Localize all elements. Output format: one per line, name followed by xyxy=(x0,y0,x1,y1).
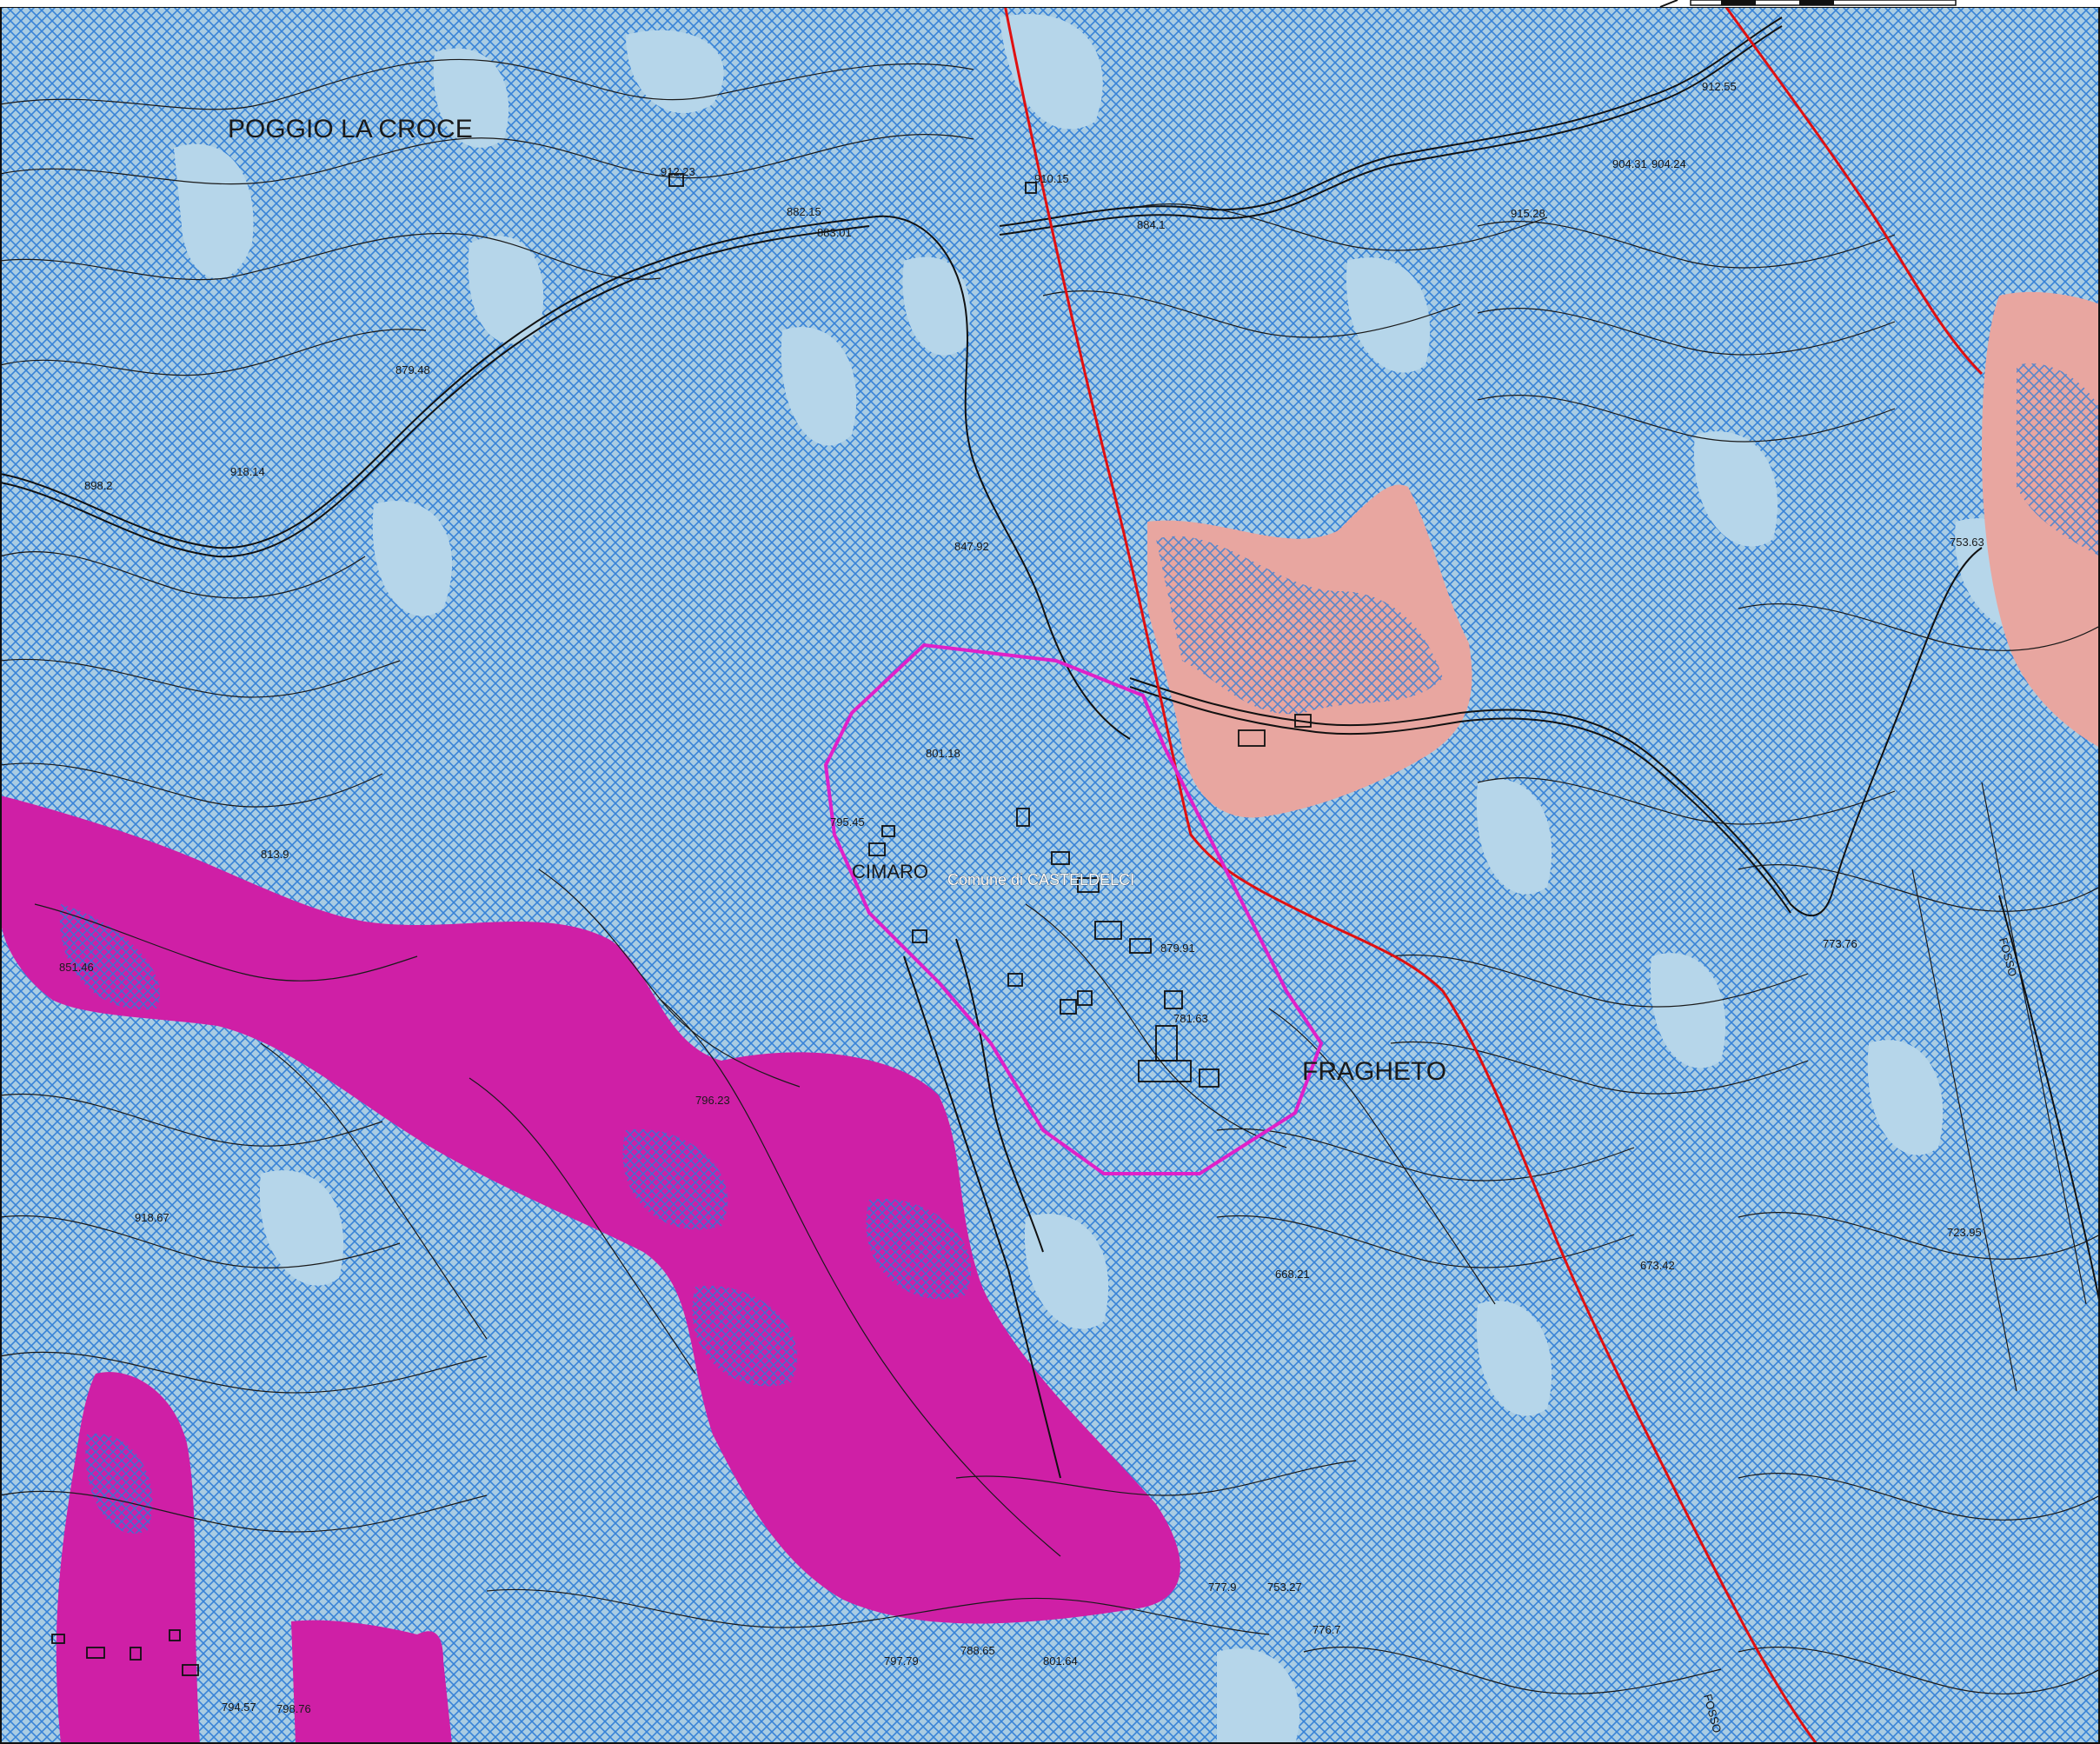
place-label-comune: Comune di CASTELDELCI xyxy=(947,871,1134,889)
elevation-label: 781.63 xyxy=(1173,1012,1208,1025)
elevation-label: 773.76 xyxy=(1823,937,1857,950)
fault-lines xyxy=(1002,0,1984,1744)
buildings xyxy=(51,173,1312,1676)
contour-lines xyxy=(0,58,2100,1694)
elevation-label: 795.45 xyxy=(830,815,865,829)
elevation-label: 794.57 xyxy=(222,1701,256,1714)
elevation-label: 776.7 xyxy=(1312,1623,1341,1636)
elevation-label: 882.15 xyxy=(787,205,821,218)
elevation-label: 753.63 xyxy=(1950,536,1984,549)
place-label-cimaro: CIMARO xyxy=(852,861,928,882)
north-arrow-fragment xyxy=(1659,0,1957,8)
elevation-label: 801.18 xyxy=(926,747,960,760)
salmon-zone xyxy=(1147,291,2100,818)
place-label-poggio: POGGIO LA CROCE xyxy=(228,115,473,143)
place-label-fragheto: FRAGHETO xyxy=(1302,1057,1446,1086)
elevation-label: 797.79 xyxy=(884,1654,919,1667)
elevation-label: 801.64 xyxy=(1043,1654,1078,1667)
elevation-label: 668.21 xyxy=(1275,1268,1310,1281)
magenta-zone xyxy=(0,795,1180,1744)
elevation-label: 847.92 xyxy=(954,540,989,553)
elevation-label: 723.95 xyxy=(1947,1226,1982,1239)
elevation-label: 798.76 xyxy=(276,1702,311,1715)
elevation-label: 813.9 xyxy=(261,848,289,861)
roads xyxy=(0,17,2100,1479)
elevation-label: 879.91 xyxy=(1160,942,1195,955)
elevation-label: 918.14 xyxy=(230,465,265,478)
elevation-label: 904.24 xyxy=(1651,157,1686,170)
elevation-label: 879.48 xyxy=(395,363,430,376)
elevation-label: 915.28 xyxy=(1511,207,1545,220)
elevation-label: 918.67 xyxy=(135,1211,169,1224)
elevation-label: 673.42 xyxy=(1640,1259,1675,1272)
elevation-label: 777.9 xyxy=(1208,1581,1237,1594)
elevation-labels: 912.23 882.15 883.01 910.15 884.1 904.31… xyxy=(59,80,1984,1715)
elevation-label: 796.23 xyxy=(695,1094,730,1107)
elevation-label: 904.31 xyxy=(1612,157,1647,170)
elevation-label: 788.65 xyxy=(960,1644,995,1657)
elevation-label: 912.55 xyxy=(1702,80,1737,93)
elevation-label: 898.2 xyxy=(84,479,113,492)
elevation-label: 884.1 xyxy=(1137,218,1166,231)
elevation-label: 753.27 xyxy=(1267,1581,1302,1594)
top-strip xyxy=(0,0,2100,7)
elevation-label: 883.01 xyxy=(817,226,852,239)
elevation-label: 910.15 xyxy=(1034,172,1069,185)
elevation-label: 912.23 xyxy=(661,165,695,178)
elevation-label: 851.46 xyxy=(59,961,94,974)
commune-boundary xyxy=(823,642,1324,1175)
